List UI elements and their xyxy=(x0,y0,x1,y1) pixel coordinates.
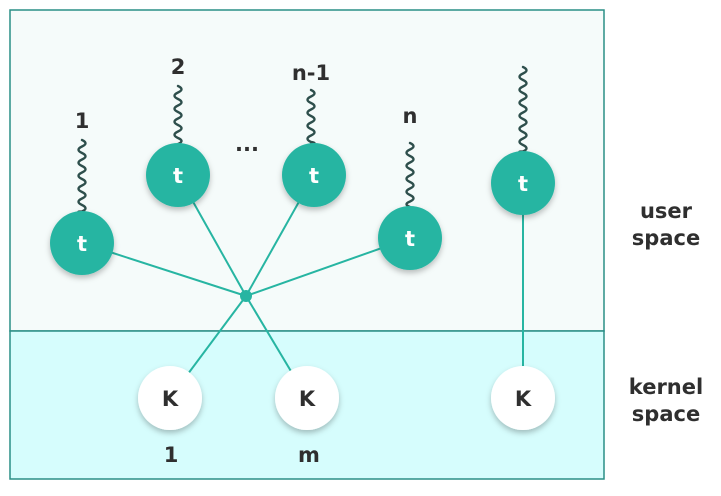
thread-1-label: 1 xyxy=(75,109,90,133)
thread-n-1-label: n-1 xyxy=(292,61,330,85)
kernel-thread-node xyxy=(491,366,555,430)
thread-2-label: 2 xyxy=(171,55,186,79)
thread-glyph: t xyxy=(405,227,415,251)
kthread-m-label: m xyxy=(298,443,320,467)
user-space-label: user space xyxy=(618,198,714,252)
thread-node xyxy=(282,143,346,207)
squiggle-thread-single xyxy=(518,65,528,154)
user-space-label-line2: space xyxy=(631,226,701,250)
thread-glyph: t xyxy=(518,172,528,196)
thread-n: t xyxy=(378,206,442,270)
thread-node xyxy=(146,143,210,207)
kernel-thread-glyph: K xyxy=(162,387,179,411)
squiggle-thread-n-1 xyxy=(306,88,316,146)
kernel-thread-glyph: K xyxy=(515,387,532,411)
thread-1: t xyxy=(50,211,114,275)
thread-glyph: t xyxy=(309,164,319,188)
kernel-thread-glyph: K xyxy=(299,387,316,411)
kernel-space-label: kernel space xyxy=(616,374,716,428)
kernel-space-label-line1: kernel xyxy=(628,375,704,399)
thread-node xyxy=(50,211,114,275)
kthread-m: K xyxy=(275,366,339,430)
thread-n-1: t xyxy=(282,143,346,207)
kthread-single: K xyxy=(491,366,555,430)
thread-single: t xyxy=(491,151,555,215)
squiggle-thread-2 xyxy=(173,84,183,146)
thread-n-label: n xyxy=(403,104,418,128)
thread-glyph: t xyxy=(77,232,87,256)
kthread-1: K xyxy=(138,366,202,430)
thread-glyph: t xyxy=(173,164,183,188)
ellipsis: ... xyxy=(235,132,259,156)
thread-node xyxy=(378,206,442,270)
kernel-thread-node xyxy=(275,366,339,430)
squiggle-thread-n xyxy=(405,141,415,209)
thread-node xyxy=(491,151,555,215)
multiplexer-hub xyxy=(240,290,252,302)
user-space-label-line1: user xyxy=(639,199,693,223)
kthread-1-label: 1 xyxy=(164,443,179,467)
kernel-thread-node xyxy=(138,366,202,430)
thread-squiggles xyxy=(77,65,528,214)
kernel-space-label-line2: space xyxy=(631,402,701,426)
squiggle-thread-1 xyxy=(77,138,87,214)
thread-2: t xyxy=(146,143,210,207)
